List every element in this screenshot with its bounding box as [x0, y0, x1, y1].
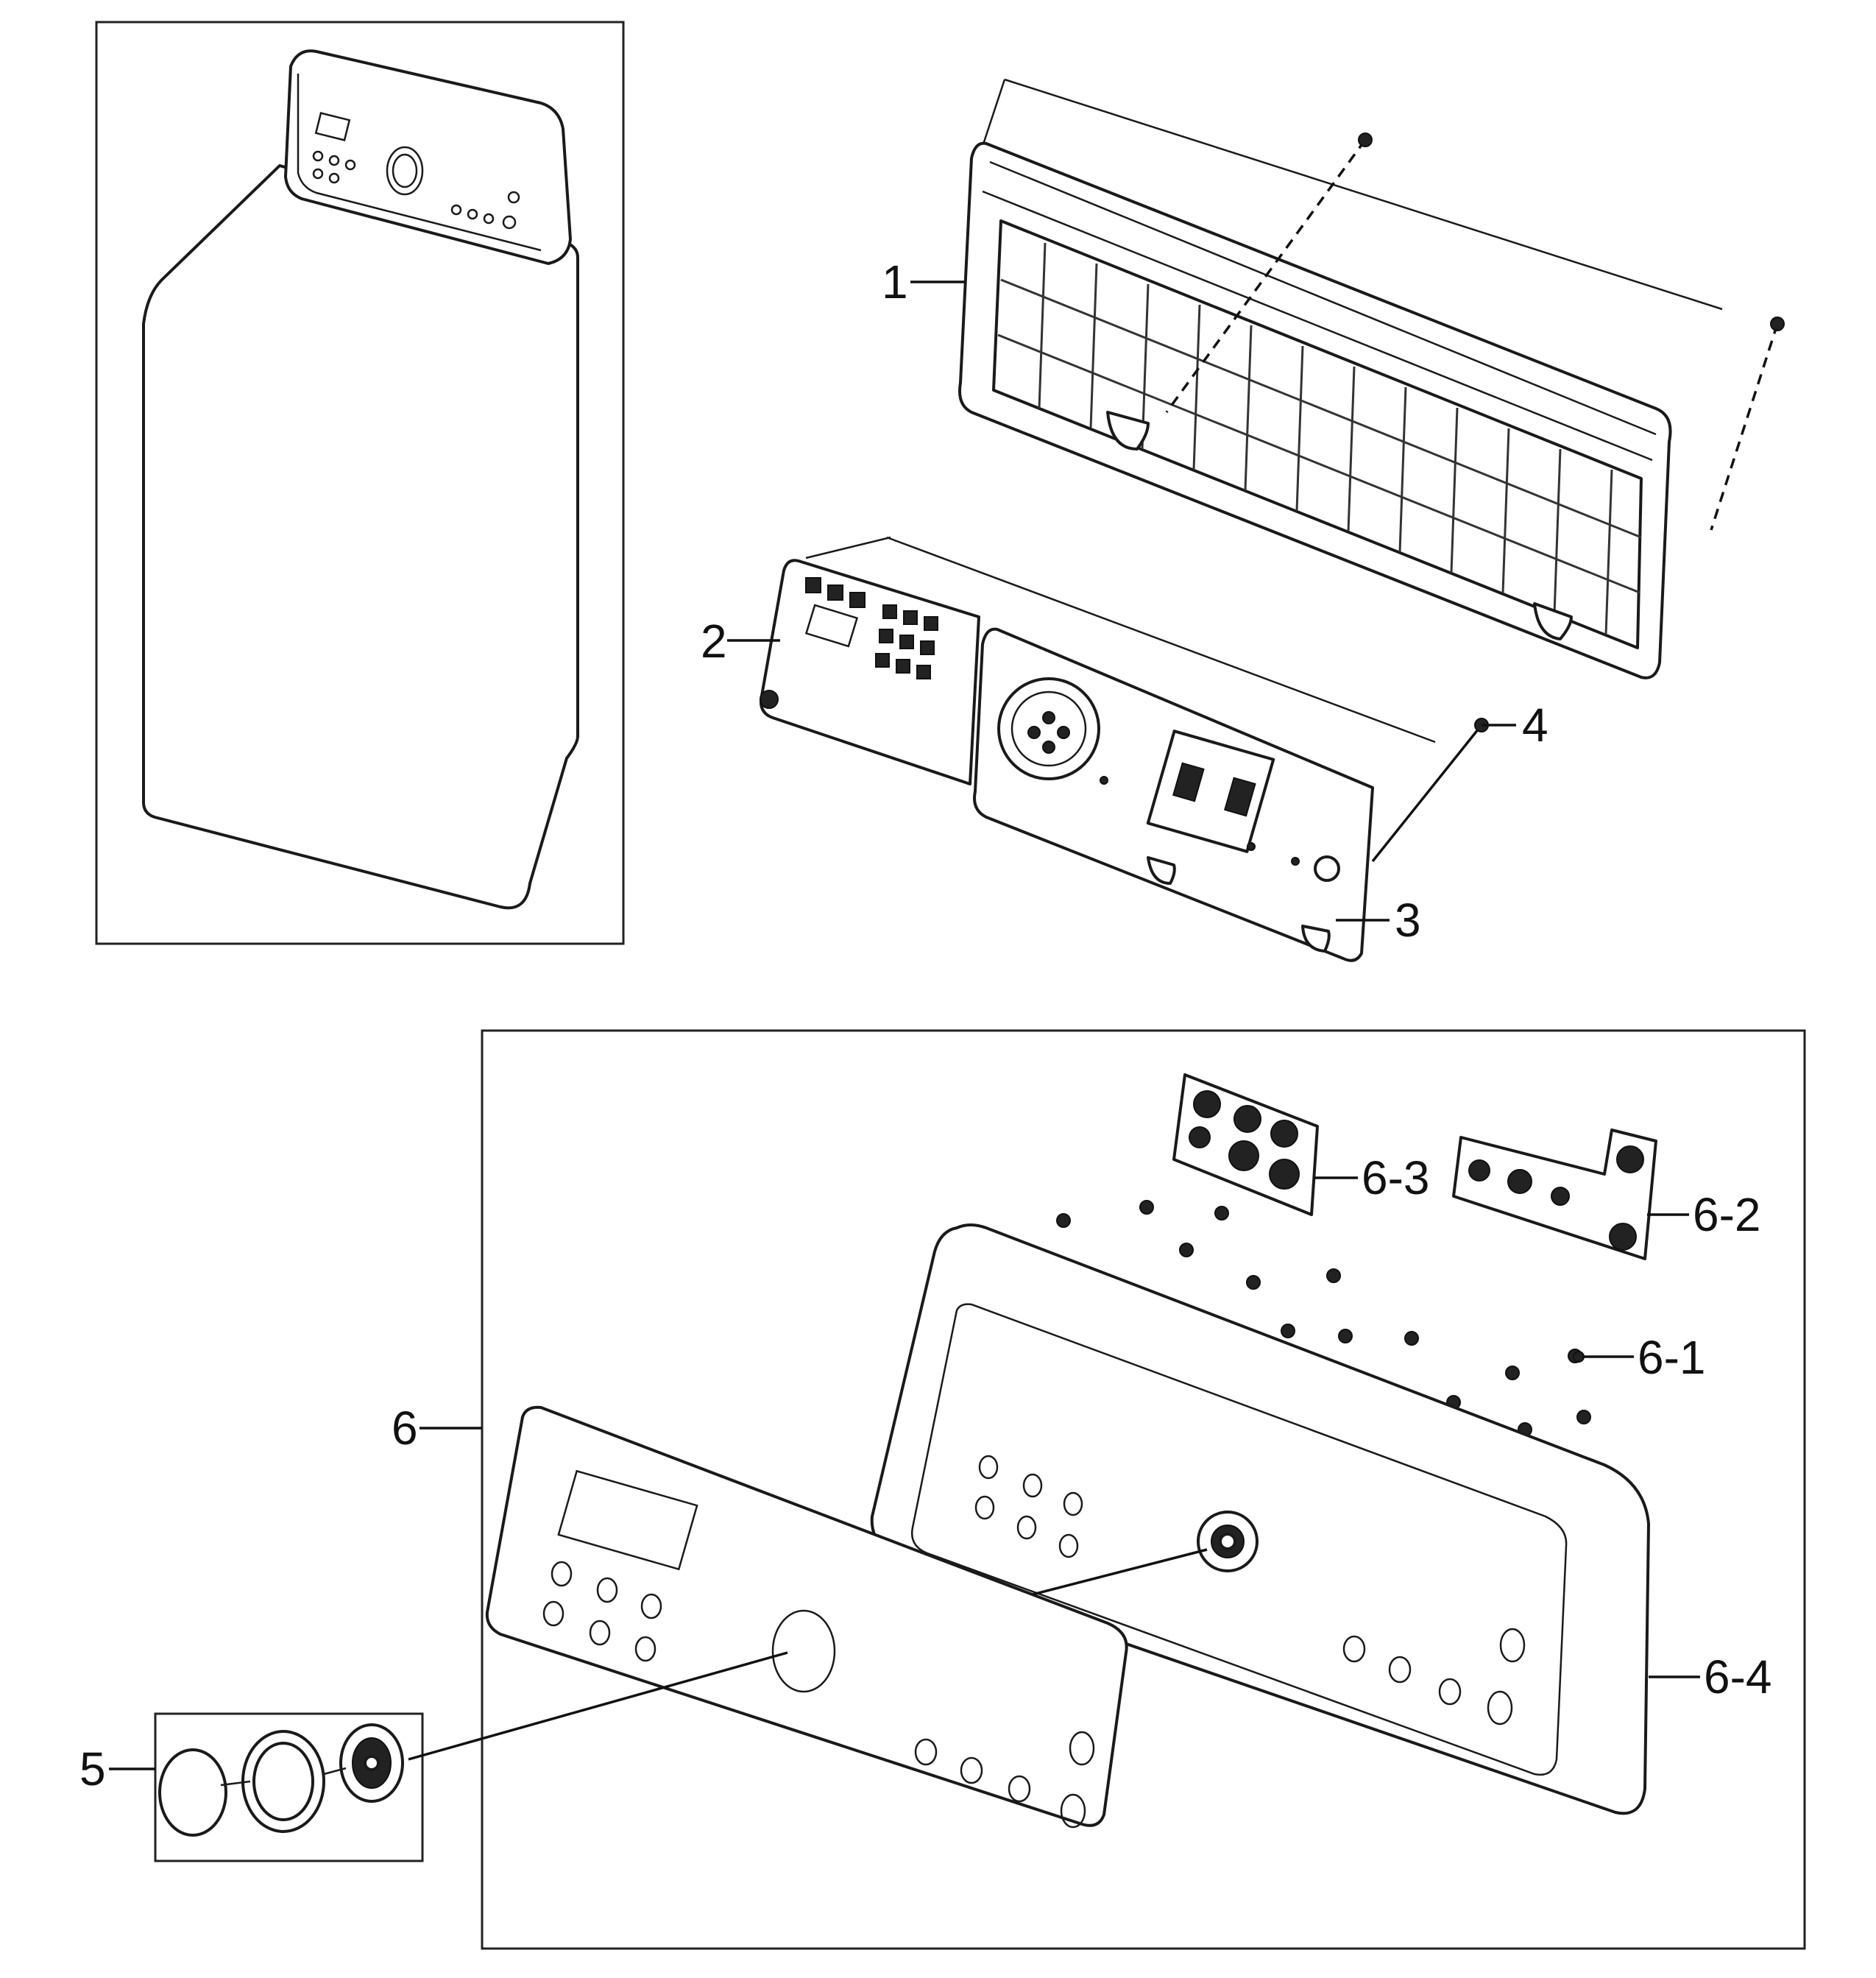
- console-knob: [386, 146, 424, 196]
- callout-3: 3: [1395, 894, 1421, 947]
- callout-6: 6: [392, 1402, 418, 1455]
- overview-frame: [95, 21, 625, 945]
- front-decal-panel: [485, 1405, 1128, 1827]
- part-4-screw: [1371, 718, 1516, 863]
- callout-1: 1: [882, 255, 908, 308]
- callout-6-3: 6-3: [1362, 1151, 1430, 1204]
- part-3-control-board: [886, 536, 1436, 962]
- decal-knob-opening: [771, 1609, 836, 1693]
- part-1-rear-frame: [910, 78, 1785, 679]
- callout-5: 5: [79, 1742, 106, 1795]
- pcb-components: [760, 577, 938, 709]
- callout-4: 4: [1522, 699, 1548, 752]
- washer-cabinet: [142, 164, 579, 910]
- assembly-frame: [481, 1029, 1806, 1950]
- relay-block: [1146, 730, 1275, 853]
- console-display: [314, 112, 351, 141]
- rotary-encoder: [997, 677, 1100, 780]
- callout-6-2: 6-2: [1693, 1188, 1761, 1241]
- decal-display-window: [557, 1469, 698, 1571]
- washer-console: [284, 49, 572, 265]
- washer-overview-panel: [95, 21, 625, 945]
- part-5-knob-assembly: [109, 1651, 788, 1862]
- knob-frame: [154, 1712, 424, 1862]
- frame-grid-lines: [997, 242, 1642, 635]
- pcb-board: [760, 559, 980, 785]
- knob-cap: [158, 1748, 227, 1837]
- part-6-1-button-caps: [1056, 1200, 1591, 1437]
- part-6-4-console-housing: [870, 1223, 1650, 1815]
- callout-6-4: 6-4: [1704, 1650, 1772, 1703]
- part-2-display-pcb: [727, 536, 980, 785]
- callout-labels: 1 2 3 4 5 6 6-1 6-2 6-3 6-4: [79, 255, 1772, 1795]
- control-panel-assembly: [420, 1029, 1806, 1950]
- screw-icon: [1770, 317, 1785, 331]
- frame-grid-area: [992, 219, 1643, 649]
- callout-2: 2: [701, 615, 727, 668]
- screw-icon: [1358, 133, 1373, 147]
- callout-6-1: 6-1: [1638, 1331, 1706, 1384]
